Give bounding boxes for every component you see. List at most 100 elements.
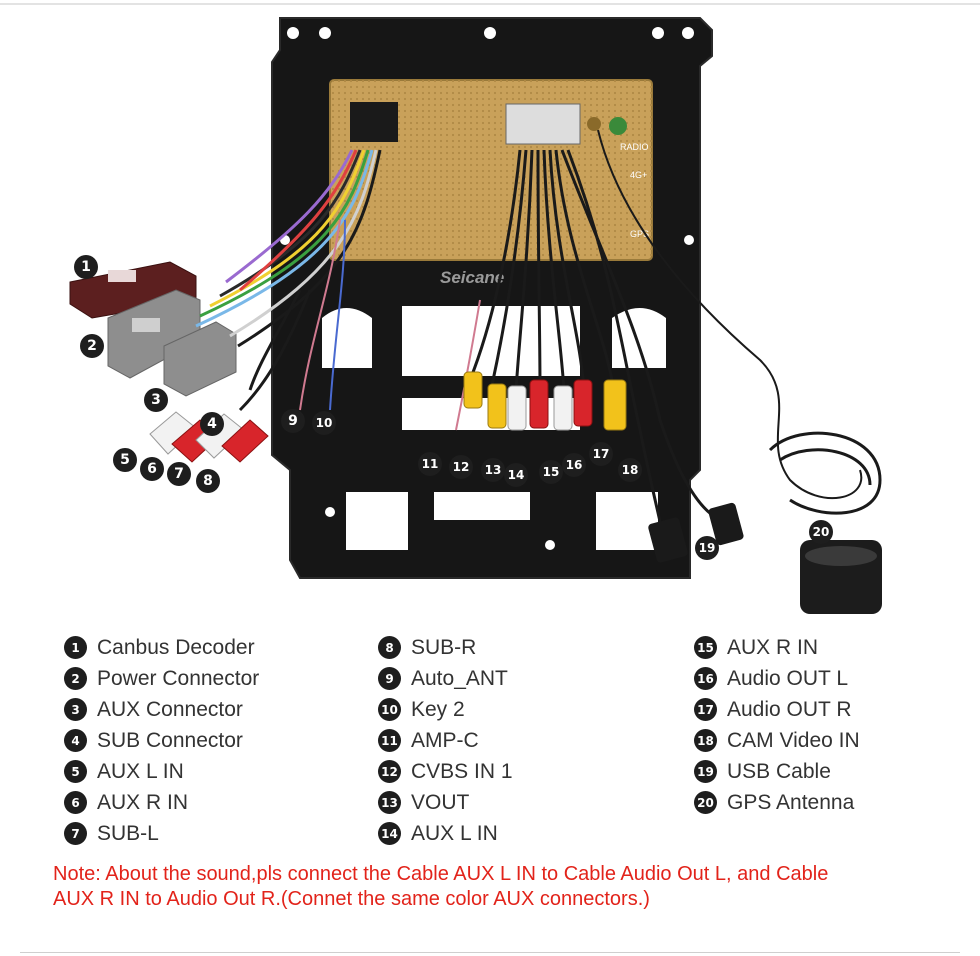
rca-plug-white xyxy=(553,385,573,431)
legend-label: AUX R IN xyxy=(97,790,189,814)
legend-item: 11 AMP-C xyxy=(378,725,513,756)
callout-16: 16 xyxy=(562,453,586,477)
callout-19: 19 xyxy=(695,536,719,560)
radio-antenna-port xyxy=(587,117,601,131)
legend-number: 20 xyxy=(694,791,717,814)
callout-3: 3 xyxy=(144,388,168,412)
callout-14: 14 xyxy=(504,463,528,487)
legend-number: 12 xyxy=(378,760,401,783)
legend-number: 10 xyxy=(378,698,401,721)
legend-column-2: 8 SUB-R 9 Auto_ANT 10 Key 2 11 AMP-C 12 CVBS … xyxy=(378,632,513,849)
mount-hole xyxy=(545,540,555,550)
legend-number: 1 xyxy=(64,636,87,659)
legend-number: 2 xyxy=(64,667,87,690)
av-socket xyxy=(505,103,581,145)
legend-number: 7 xyxy=(64,822,87,845)
mount-hole xyxy=(682,27,694,39)
legend-label: VOUT xyxy=(411,790,470,814)
callout-1: 1 xyxy=(74,255,98,279)
legend-label: Audio OUT R xyxy=(727,697,852,721)
callout-9: 9 xyxy=(281,409,305,433)
rca-plug-yellow xyxy=(603,379,627,431)
legend-item: 7 SUB-L xyxy=(64,818,259,849)
frame-opening xyxy=(596,492,658,550)
callout-20: 20 xyxy=(809,520,833,544)
legend-number: 5 xyxy=(64,760,87,783)
callout-12: 12 xyxy=(449,455,473,479)
legend-label: SUB-L xyxy=(97,821,159,845)
decoder-sticker xyxy=(108,270,136,282)
callout-7: 7 xyxy=(167,462,191,486)
top-divider xyxy=(0,3,980,5)
legend-number: 6 xyxy=(64,791,87,814)
legend-number: 16 xyxy=(694,667,717,690)
frame-opening xyxy=(322,308,372,368)
legend-number: 14 xyxy=(378,822,401,845)
radio-label: RADIO xyxy=(620,142,649,152)
legend-label: Canbus Decoder xyxy=(97,635,255,659)
legend-label: Auto_ANT xyxy=(411,666,508,690)
legend-item: 20 GPS Antenna xyxy=(694,787,860,818)
legend-item: 10 Key 2 xyxy=(378,694,513,725)
legend-number: 13 xyxy=(378,791,401,814)
callout-2: 2 xyxy=(80,334,104,358)
legend-label: CVBS IN 1 xyxy=(411,759,513,783)
brand-watermark: Seicane xyxy=(440,268,504,287)
legend-item: 2 Power Connector xyxy=(64,663,259,694)
legend-item: 6 AUX R IN xyxy=(64,787,259,818)
legend-item: 13 VOUT xyxy=(378,787,513,818)
rca-plug-white xyxy=(507,385,527,431)
callout-15: 15 xyxy=(539,460,563,484)
legend-number: 17 xyxy=(694,698,717,721)
legend-item: 8 SUB-R xyxy=(378,632,513,663)
callout-5: 5 xyxy=(113,448,137,472)
rca-plug-yellow xyxy=(463,371,483,409)
legend-item: 3 AUX Connector xyxy=(64,694,259,725)
mount-hole xyxy=(684,235,694,245)
callout-10: 10 xyxy=(312,411,336,435)
legend-column-1: 1 Canbus Decoder 2 Power Connector 3 AUX Co… xyxy=(64,632,259,849)
mount-hole xyxy=(319,27,331,39)
power-connector xyxy=(107,289,237,397)
rca-plug-yellow xyxy=(487,383,507,429)
legend-item: 17 Audio OUT R xyxy=(694,694,860,725)
legend-number: 18 xyxy=(694,729,717,752)
legend-label: Key 2 xyxy=(411,697,465,721)
legend-label: SUB-R xyxy=(411,635,477,659)
legend-label: Audio OUT L xyxy=(727,666,849,690)
mount-hole xyxy=(287,27,299,39)
callout-13: 13 xyxy=(481,458,505,482)
legend-label: AUX R IN xyxy=(727,635,819,659)
legend-label: GPS Antenna xyxy=(727,790,855,814)
legend-item: 16 Audio OUT L xyxy=(694,663,860,694)
frame-opening xyxy=(346,492,408,550)
legend-label: Power Connector xyxy=(97,666,260,690)
frame-opening xyxy=(434,492,530,520)
legend-number: 9 xyxy=(378,667,401,690)
radio-socket xyxy=(609,117,627,135)
rca-row xyxy=(463,371,627,431)
legend-item: 9 Auto_ANT xyxy=(378,663,513,694)
power-socket xyxy=(350,102,398,142)
legend-number: 11 xyxy=(378,729,401,752)
mount-hole xyxy=(484,27,496,39)
legend-label: AMP-C xyxy=(411,728,479,752)
legend-label: AUX Connector xyxy=(97,697,243,721)
callout-4: 4 xyxy=(200,412,224,436)
legend-label: CAM Video IN xyxy=(727,728,860,752)
note-line-1: Note: About the sound,pls connect the Ca… xyxy=(53,863,829,885)
callout-11: 11 xyxy=(418,452,442,476)
legend-number: 8 xyxy=(378,636,401,659)
legend-item: 1 Canbus Decoder xyxy=(64,632,259,663)
wire-bundle xyxy=(195,149,382,412)
mount-hole xyxy=(325,507,335,517)
fourg-label: 4G+ xyxy=(630,170,647,180)
rca-plug-red xyxy=(573,379,593,427)
legend-number: 3 xyxy=(64,698,87,721)
rca-plug-red xyxy=(221,419,269,463)
